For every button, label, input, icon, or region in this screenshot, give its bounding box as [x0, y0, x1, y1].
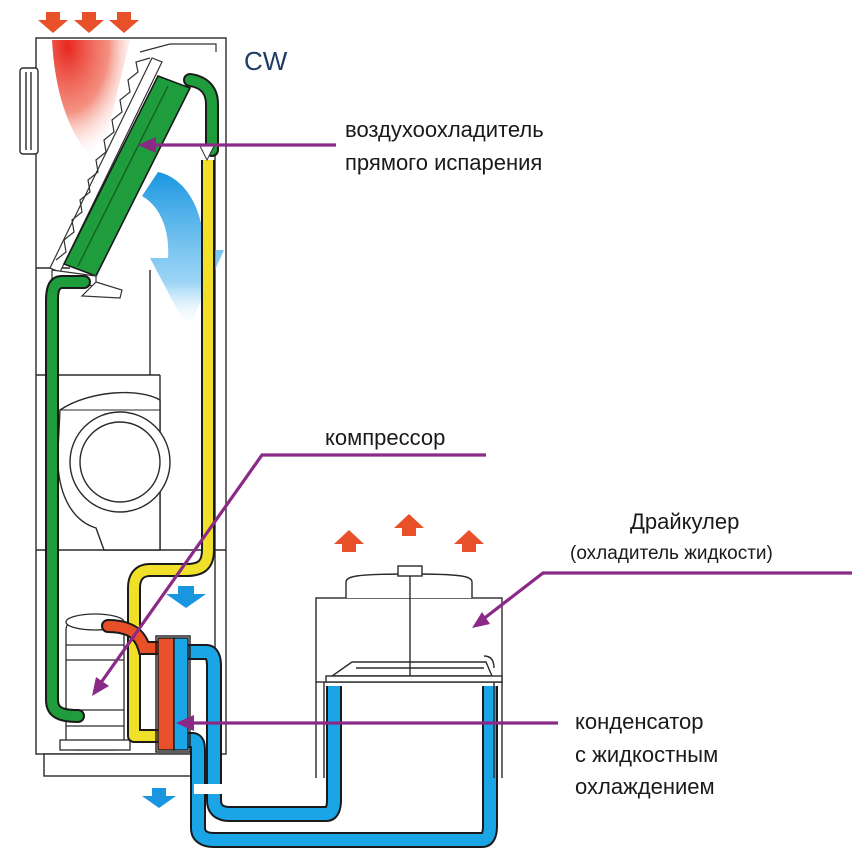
hot-air-arrow-icon: [109, 12, 139, 33]
cold-air-arrow-icon: [142, 788, 176, 808]
label-evaporator-line1: воздухоохладитель: [345, 117, 544, 142]
hot-air-arrows-top: [38, 12, 139, 33]
drycooler-hot-air-arrows: [334, 514, 484, 552]
air-filter: [49, 43, 217, 273]
fan-icon: [57, 391, 171, 551]
hot-air-arrow-icon: [394, 514, 424, 536]
pointer-lines: [98, 143, 852, 725]
evaporator-coil: [62, 74, 192, 278]
hot-air-arrow-icon: [74, 12, 104, 33]
label-drycooler-line2: (охладитель жидкости): [570, 543, 773, 564]
label-condenser-line3: охлаждением: [575, 774, 715, 799]
hot-air-arrow-icon: [38, 12, 68, 33]
label-condenser-line1: конденсатор: [575, 709, 704, 734]
label-evaporator-line2: прямого испарения: [345, 150, 543, 175]
drycooler: [315, 565, 503, 778]
label-drycooler-line1: Драйкулер: [630, 509, 740, 534]
cold-air-arrow-icon: [166, 586, 206, 608]
compressor-pointer: [98, 453, 486, 685]
hot-air-arrow-icon: [334, 530, 364, 552]
label-condenser-line2: с жидкостным: [575, 742, 719, 767]
hot-air-plume: [52, 40, 130, 165]
label-compressor: компрессор: [325, 425, 446, 450]
heat-exchanger-icon: [155, 635, 191, 753]
hot-air-arrow-icon: [454, 530, 484, 552]
diagram-title: CW: [244, 46, 288, 76]
drycooler-pointer: [481, 571, 852, 622]
